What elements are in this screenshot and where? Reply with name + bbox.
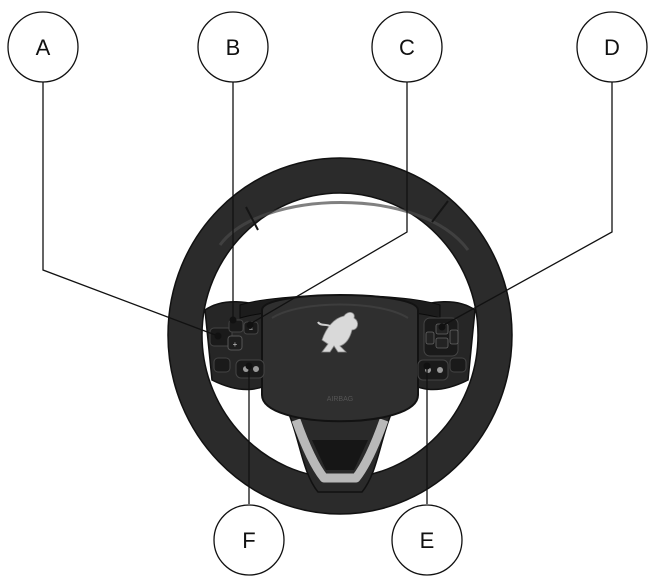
callout-d-label: D <box>604 35 620 60</box>
callout-c: C <box>371 11 443 83</box>
leader-line-d <box>441 82 613 327</box>
callout-c-label: C <box>399 35 415 60</box>
bronco-horse-logo-icon <box>317 312 358 353</box>
airbag-hub <box>261 294 419 423</box>
callout-e: E <box>391 504 463 576</box>
callout-d: D <box>576 11 648 83</box>
callout-b-label: B <box>226 35 241 60</box>
callout-a-label: A <box>36 35 51 60</box>
lower-right-switch-cluster <box>417 357 467 381</box>
callout-e-label: E <box>420 528 435 553</box>
svg-text:+: + <box>233 340 238 349</box>
svg-text:≈: ≈ <box>249 326 253 333</box>
steering-wheel-icon: AIRBAG + ≈ <box>167 157 513 515</box>
callout-a: A <box>7 11 79 83</box>
callout-b: B <box>197 11 269 83</box>
svg-text:AIRBAG: AIRBAG <box>327 396 353 403</box>
callout-f-label: F <box>242 528 255 553</box>
leader-lines <box>42 82 613 504</box>
leader-line-c <box>249 82 408 325</box>
callout-f: F <box>213 504 285 576</box>
leader-line-a <box>42 82 219 337</box>
